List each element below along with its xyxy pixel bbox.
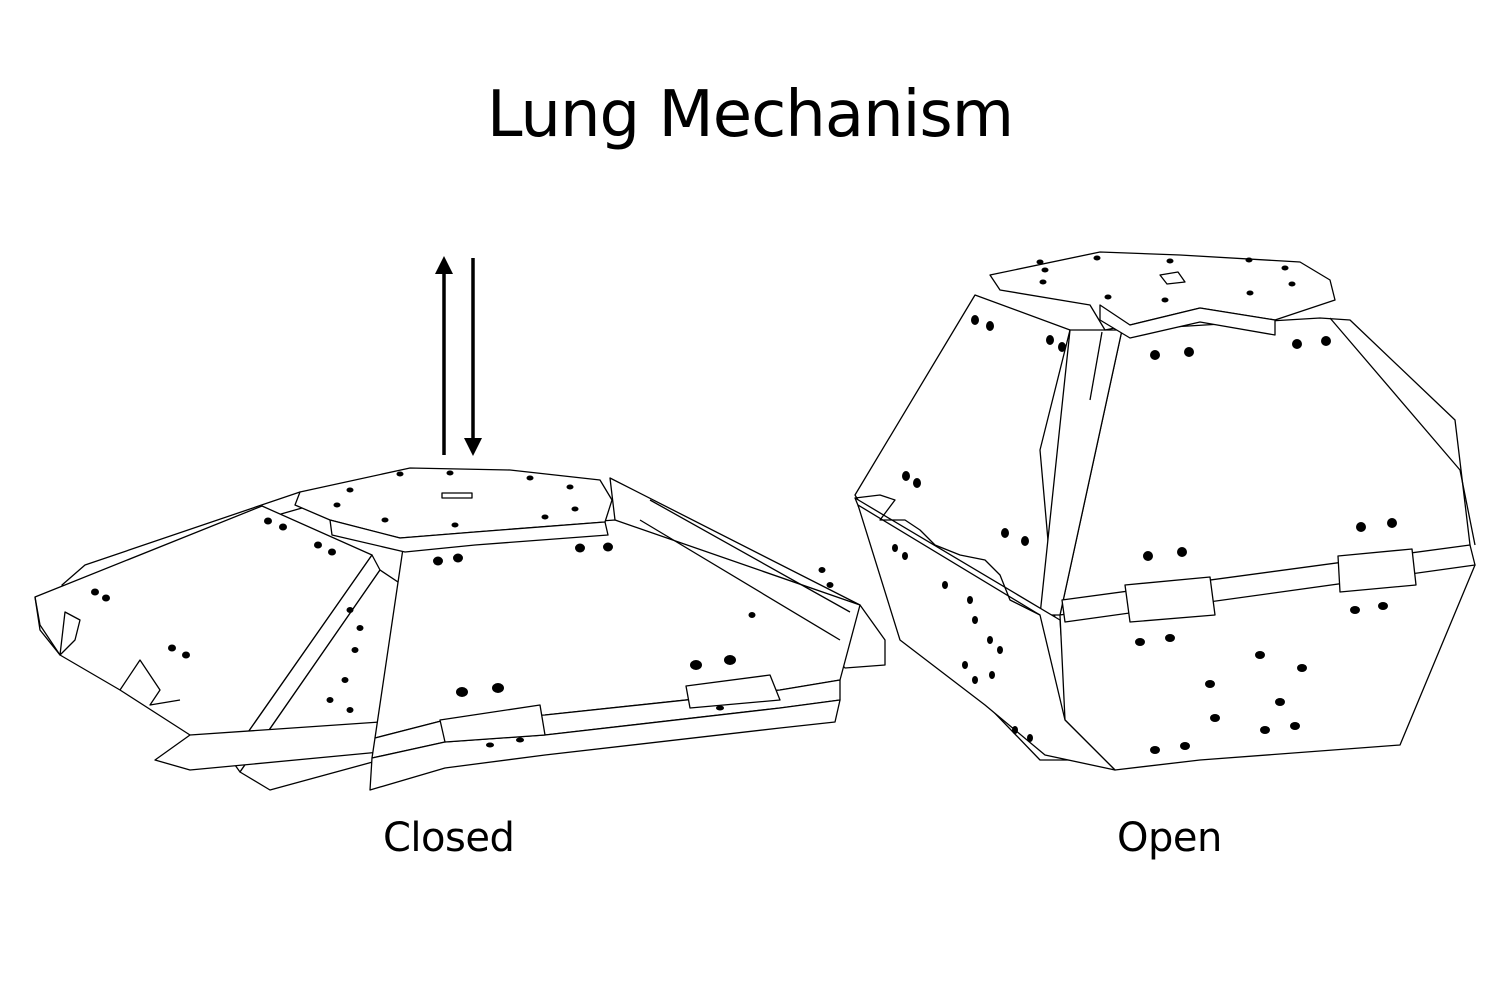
open-panel-lower-side bbox=[857, 504, 1116, 771]
open-fold-line bbox=[1089, 331, 1103, 401]
closed-joint-left bbox=[34, 596, 81, 656]
closed-tab-front-left bbox=[439, 704, 546, 743]
closed-base-left bbox=[154, 721, 381, 771]
closed-layer-line-2 bbox=[639, 519, 841, 641]
closed-layer-line-1 bbox=[649, 499, 851, 613]
closed-state-label: Closed bbox=[383, 815, 515, 861]
open-seam-tab-2 bbox=[1337, 548, 1417, 593]
open-seam-left bbox=[854, 494, 1041, 616]
open-holes bbox=[892, 255, 1397, 754]
open-cap-slot bbox=[1159, 271, 1186, 285]
closed-tab-front-right bbox=[685, 674, 781, 709]
motion-arrows bbox=[435, 256, 482, 456]
closed-cap-slot bbox=[441, 492, 473, 499]
closed-assembly bbox=[34, 467, 886, 791]
open-state-label: Open bbox=[1117, 815, 1222, 861]
arrow-down-icon bbox=[464, 258, 482, 456]
closed-joint-left-2 bbox=[119, 659, 181, 706]
diagram-title: Lung Mechanism bbox=[486, 78, 1014, 152]
open-assembly bbox=[854, 251, 1476, 771]
open-top-cap-edge bbox=[1099, 304, 1276, 339]
open-edge-right bbox=[1329, 317, 1476, 546]
closed-top-cap-edge bbox=[329, 519, 609, 553]
arrow-up-icon bbox=[435, 256, 453, 455]
open-seam-tab-1 bbox=[1124, 576, 1216, 623]
closed-holes bbox=[91, 470, 834, 748]
